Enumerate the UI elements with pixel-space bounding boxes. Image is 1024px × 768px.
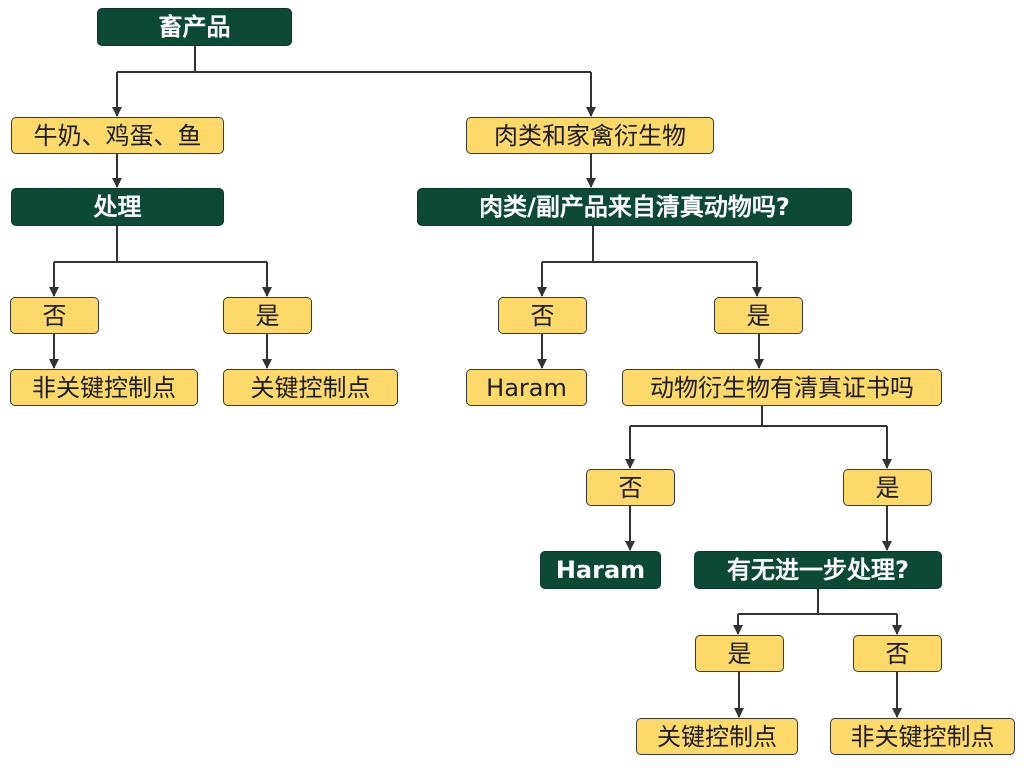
node-further-processing-question: 有无进一步处理? bbox=[694, 551, 942, 589]
connector-root-split bbox=[112, 46, 596, 117]
node-critical-control-point-final: 关键控制点 bbox=[636, 718, 798, 755]
connector-halal-source-split bbox=[537, 226, 762, 297]
node-no-processing: 否 bbox=[10, 297, 99, 334]
connector-process-split bbox=[49, 226, 272, 297]
connector-process2-split bbox=[733, 589, 902, 635]
node-haram: Haram bbox=[466, 369, 587, 406]
node-processing: 处理 bbox=[11, 188, 224, 226]
node-yes-processing: 是 bbox=[223, 297, 312, 334]
node-meat-poultry-derivatives: 肉类和家禽衍生物 bbox=[466, 117, 714, 154]
node-milk-eggs-fish: 牛奶、鸡蛋、鱼 bbox=[11, 117, 224, 154]
connector-cert-split bbox=[625, 406, 892, 469]
node-haram-final: Haram bbox=[540, 551, 661, 589]
node-no-halal-source: 否 bbox=[498, 297, 587, 334]
node-livestock-products: 畜产品 bbox=[97, 8, 292, 46]
node-yes-certificate: 是 bbox=[843, 469, 932, 506]
node-halal-certificate-question: 动物衍生物有清真证书吗 bbox=[622, 369, 942, 406]
node-non-critical-control-point: 非关键控制点 bbox=[10, 369, 198, 406]
node-non-critical-control-point-final: 非关键控制点 bbox=[830, 718, 1015, 755]
node-critical-control-point: 关键控制点 bbox=[223, 369, 398, 406]
node-halal-source-question: 肉类/副产品来自清真动物吗? bbox=[417, 188, 852, 226]
node-yes-halal-source: 是 bbox=[714, 297, 803, 334]
node-yes-further-processing: 是 bbox=[695, 635, 784, 672]
node-no-certificate: 否 bbox=[586, 469, 675, 506]
node-no-further-processing: 否 bbox=[853, 635, 942, 672]
